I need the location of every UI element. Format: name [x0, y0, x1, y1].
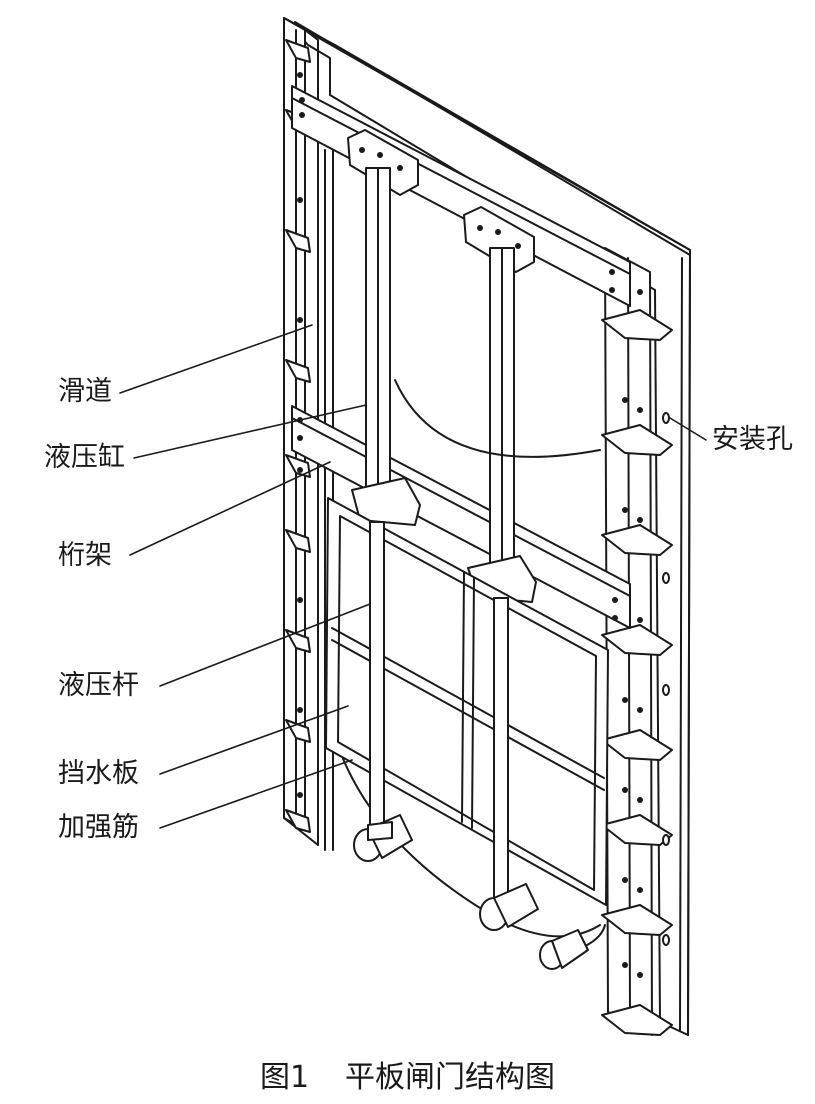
label-rod: 液压杆	[58, 670, 139, 701]
figure-number: 图1	[259, 1060, 310, 1095]
label-plate: 挡水板	[58, 758, 139, 789]
water-plate	[325, 497, 609, 906]
mount-holes	[662, 412, 670, 946]
rod-ends	[353, 814, 589, 970]
label-rib: 加强筋	[58, 812, 139, 843]
leader-lines	[119, 324, 707, 829]
cylinder-right	[463, 206, 537, 603]
label-cylinder: 液压缸	[44, 442, 125, 473]
right-brackets	[601, 309, 673, 1036]
figure-title: 平板闸门结构图	[345, 1060, 556, 1095]
label-mount-hole: 安装孔	[712, 424, 793, 455]
figure-caption: 图1 平板闸门结构图	[0, 1052, 815, 1096]
label-truss: 桁架	[58, 540, 112, 571]
cylinder-left	[347, 129, 421, 526]
label-slide: 滑道	[58, 376, 112, 407]
right-rail	[601, 247, 673, 1036]
